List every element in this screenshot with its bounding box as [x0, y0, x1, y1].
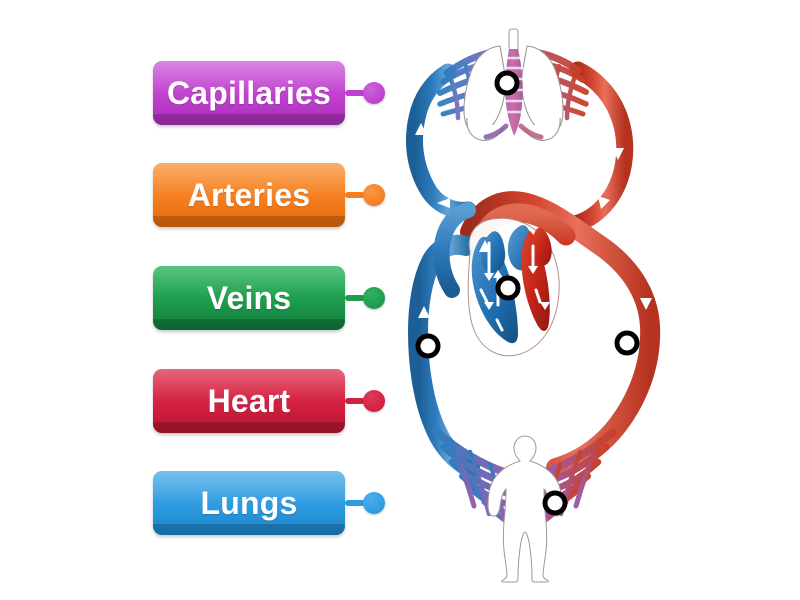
label-chip-heart[interactable]: Heart — [153, 369, 345, 433]
connector-lungs — [345, 471, 385, 535]
label-chip-veins[interactable]: Veins — [153, 266, 345, 330]
connector-dot-capillaries[interactable] — [363, 82, 385, 104]
lungs-organ — [463, 28, 564, 141]
connector-dot-arteries[interactable] — [363, 184, 385, 206]
superior-vena-cava — [433, 202, 476, 298]
label-text-capillaries: Capillaries — [166, 74, 332, 111]
circulatory-system-diagram — [395, 18, 695, 583]
label-chip-arteries[interactable]: Arteries — [153, 163, 345, 227]
label-row-lungs[interactable]: Lungs — [153, 471, 385, 535]
connector-line-lungs — [345, 500, 365, 506]
label-row-arteries[interactable]: Arteries — [153, 163, 385, 227]
body-figure — [487, 435, 563, 583]
connector-line-heart — [345, 398, 365, 404]
marker-veins — [415, 333, 441, 359]
connector-line-veins — [345, 295, 365, 301]
connector-dot-heart[interactable] — [363, 390, 385, 412]
pulmonary-vein-vessel — [566, 61, 634, 233]
connector-heart — [345, 369, 385, 433]
connector-veins — [345, 266, 385, 330]
label-text-arteries: Arteries — [187, 176, 311, 213]
label-row-capillaries[interactable]: Capillaries — [153, 61, 385, 125]
connector-arteries — [345, 163, 385, 227]
connector-capillaries — [345, 61, 385, 125]
flow-arrows-pulmonary — [415, 123, 624, 209]
label-list: Capillaries Arteries Veins — [153, 61, 385, 535]
label-row-heart[interactable]: Heart — [153, 369, 385, 433]
marker-capillaries — [542, 490, 568, 516]
connector-dot-lungs[interactable] — [363, 492, 385, 514]
label-chip-lungs[interactable]: Lungs — [153, 471, 345, 535]
marker-arteries — [614, 330, 640, 356]
label-row-veins[interactable]: Veins — [153, 266, 385, 330]
label-text-heart: Heart — [207, 382, 291, 419]
flow-arrows-systemic — [418, 204, 652, 318]
label-text-lungs: Lungs — [200, 484, 298, 521]
marker-group — [415, 70, 640, 516]
label-text-veins: Veins — [206, 279, 292, 316]
connector-line-arteries — [345, 192, 365, 198]
connector-dot-veins[interactable] — [363, 287, 385, 309]
label-chip-capillaries[interactable]: Capillaries — [153, 61, 345, 125]
marker-lungs — [494, 70, 520, 96]
connector-line-capillaries — [345, 90, 365, 96]
marker-heart — [495, 275, 521, 301]
